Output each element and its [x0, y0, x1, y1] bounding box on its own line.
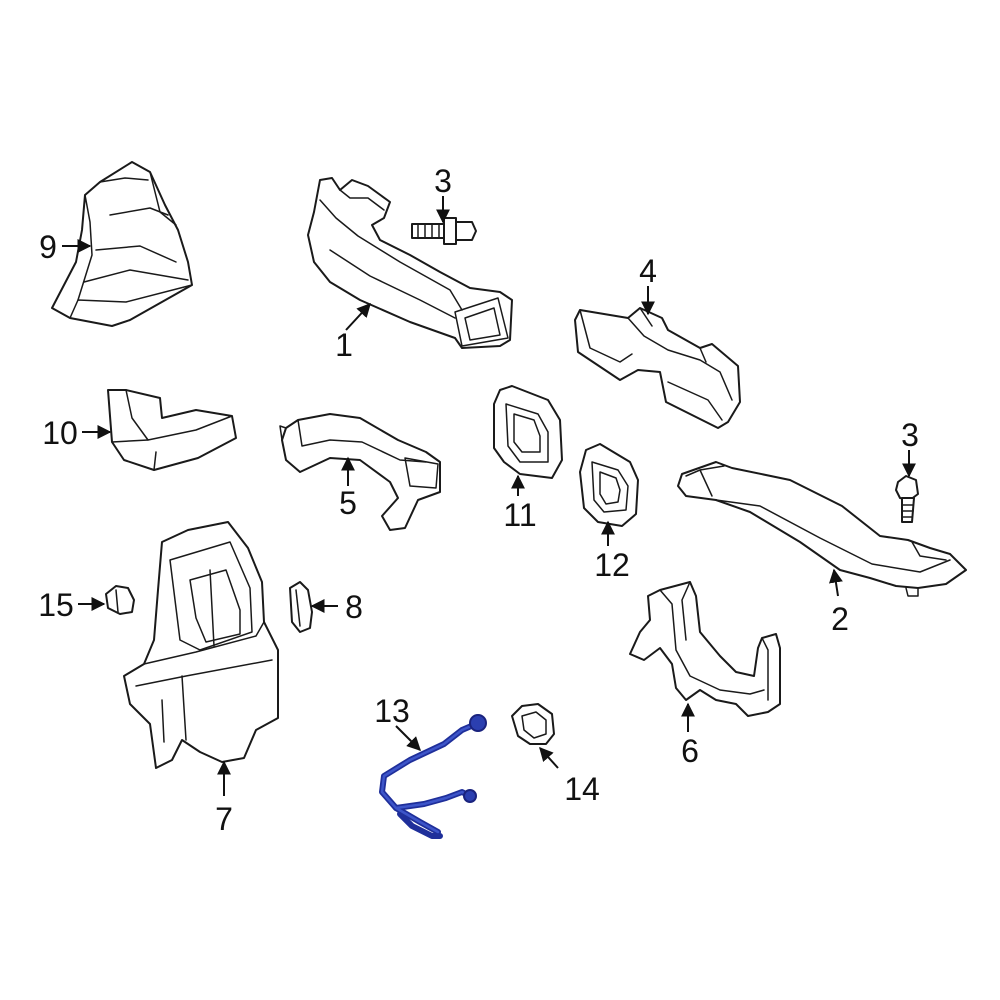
part-4-duct — [574, 307, 741, 429]
part-10-duct — [107, 389, 237, 471]
callout-15: 15 — [38, 587, 74, 623]
callout-10: 10 — [42, 415, 78, 451]
callout-3-lower: 3 — [901, 417, 919, 453]
part-12-insert — [579, 443, 639, 527]
part-1-duct — [307, 177, 513, 349]
part-3-bolt-lower — [895, 475, 919, 523]
leader-lines — [62, 196, 916, 796]
part-5-duct — [279, 413, 441, 531]
part-9-duct — [51, 161, 193, 327]
callout-14: 14 — [564, 771, 600, 807]
callout-11: 11 — [503, 497, 536, 533]
part-11-insert — [493, 385, 563, 479]
callout-12: 12 — [594, 547, 630, 583]
part-13-drain-hose — [379, 714, 487, 839]
callout-4: 4 — [639, 253, 657, 289]
callout-7: 7 — [215, 801, 233, 837]
callout-6: 6 — [681, 733, 699, 769]
callout-labels: 1 2 3 3 4 5 6 7 8 9 10 11 12 13 14 15 — [38, 163, 919, 837]
part-6-duct — [629, 581, 781, 717]
callout-3-upper: 3 — [434, 163, 452, 199]
callout-5: 5 — [339, 485, 357, 521]
callout-2: 2 — [831, 601, 849, 637]
part-3-bolt-upper — [411, 217, 477, 245]
part-15-clip — [105, 585, 135, 615]
part-7-housing — [123, 521, 279, 769]
callout-1: 1 — [335, 327, 353, 363]
callout-8: 8 — [345, 589, 363, 625]
callout-13: 13 — [374, 693, 410, 729]
callout-9: 9 — [39, 229, 57, 265]
part-8-seal — [289, 581, 313, 633]
part-14-grommet — [511, 703, 555, 745]
part-2-duct — [677, 461, 967, 597]
